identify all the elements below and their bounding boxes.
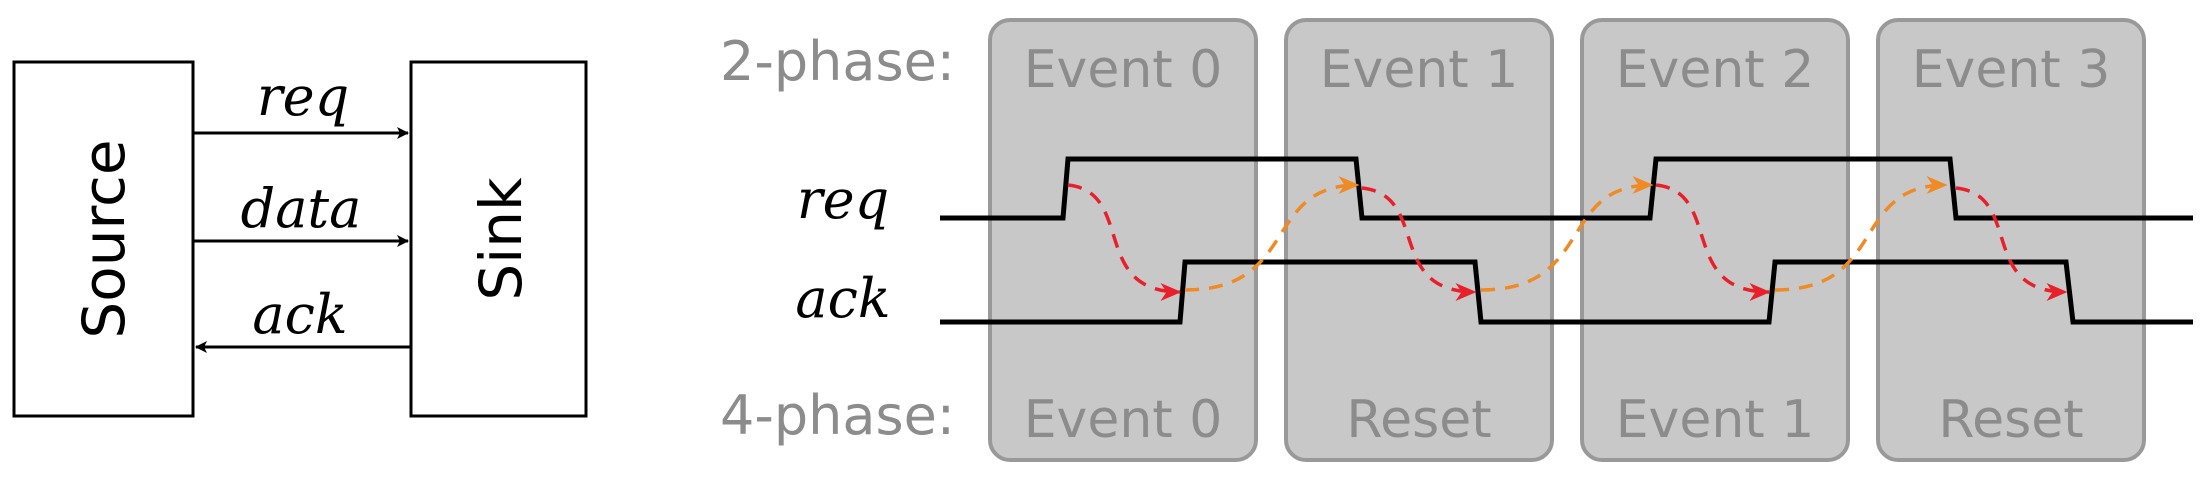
source-label: Source xyxy=(70,139,138,338)
req-waveform-label: req xyxy=(797,168,889,231)
req-signal-label: req xyxy=(257,65,349,128)
two-phase-label: 2-phase: xyxy=(720,30,955,93)
four-phase-event-3: Reset xyxy=(1938,390,2083,450)
source-box xyxy=(12,60,195,418)
ack-to-req-arrow-1 xyxy=(1184,176,1360,292)
four-phase-event-0: Event 0 xyxy=(1024,390,1223,450)
event-boxes: Event 0 Event 1 Event 2 Event 3 Event 0 … xyxy=(988,18,2146,462)
four-phase-label: 4-phase: xyxy=(720,384,955,447)
sink-label: Sink xyxy=(467,177,535,301)
data-signal-label: data xyxy=(241,177,362,240)
ack-signal-label: ack xyxy=(252,283,347,346)
ack-to-req-arrow-3 xyxy=(1774,176,1948,292)
four-phase-event-1: Reset xyxy=(1346,390,1491,450)
two-phase-event-1: Event 1 xyxy=(1320,40,1519,100)
sink-box xyxy=(409,60,588,418)
ack-waveform-label: ack xyxy=(795,267,890,330)
block-diagram: Source Sink req data ack xyxy=(12,60,588,418)
two-phase-event-0: Event 0 xyxy=(1024,40,1223,100)
two-phase-event-3: Event 3 xyxy=(1912,40,2111,100)
event-box-1 xyxy=(988,18,1258,462)
four-phase-event-2: Event 1 xyxy=(1616,390,1815,450)
causality-arrows xyxy=(1067,176,2068,301)
event-box-4 xyxy=(1876,18,2146,462)
req-to-ack-arrow-3 xyxy=(1655,183,1771,301)
ack-to-req-arrow-2 xyxy=(1480,176,1654,292)
req-to-ack-arrow-4 xyxy=(1955,186,2068,301)
ack-waveform xyxy=(940,259,2193,325)
event-box-3 xyxy=(1580,18,1850,462)
req-to-ack-arrow-1 xyxy=(1067,183,1182,301)
event-box-2 xyxy=(1284,18,1554,462)
two-phase-event-2: Event 2 xyxy=(1616,40,1815,100)
req-to-ack-arrow-2 xyxy=(1361,186,1477,301)
req-waveform xyxy=(940,156,2193,221)
